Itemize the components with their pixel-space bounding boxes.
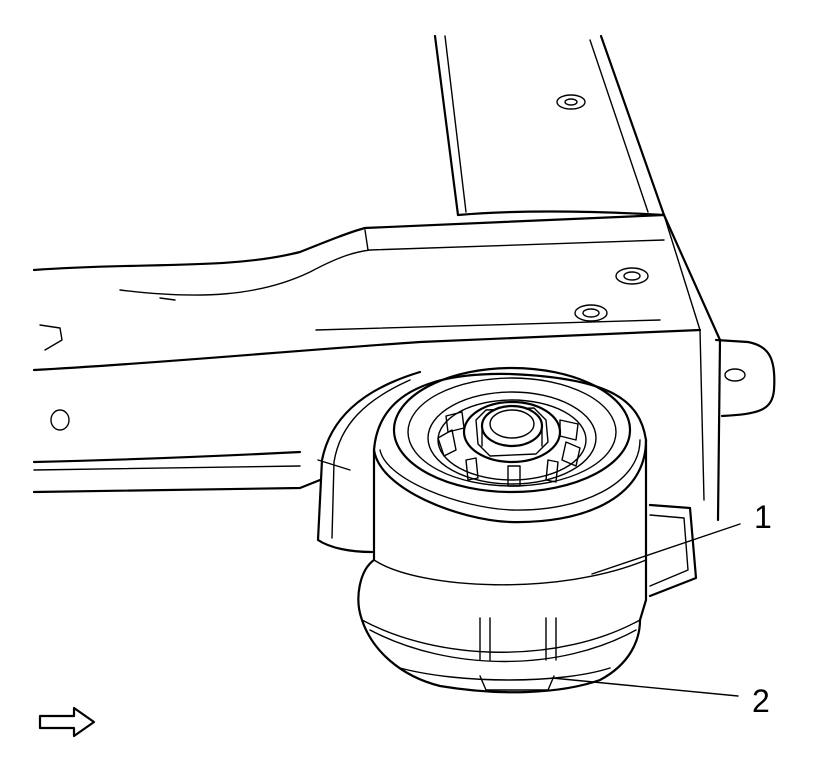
bushing-inner-sleeve	[462, 400, 562, 464]
leader-line-1	[591, 523, 741, 575]
leader-line-2	[551, 677, 739, 697]
mounting-tab	[714, 338, 776, 418]
leader-lines	[551, 523, 741, 697]
arrow-right-icon	[38, 706, 96, 738]
subframe-rear-rail	[433, 34, 666, 217]
callout-2: 2	[752, 683, 770, 719]
bushing-bracket	[316, 370, 698, 598]
bushing-body	[357, 372, 648, 694]
bushing-top-face	[372, 366, 648, 524]
callout-1: 1	[754, 499, 772, 535]
